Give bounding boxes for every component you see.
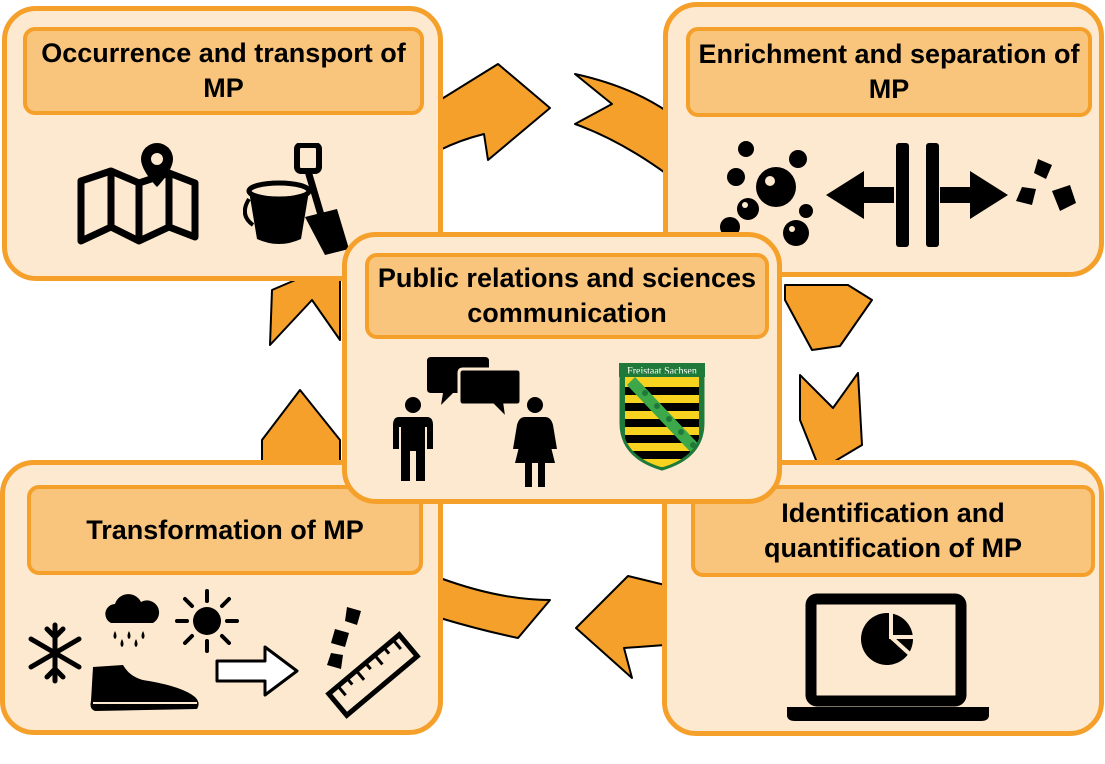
arrow-bottom-middle (439, 577, 551, 639)
arrow-into-enrichment (574, 73, 669, 176)
speech-bubbles-icon (427, 357, 523, 424)
arrow-occurrence-to-enrichment (439, 63, 551, 161)
transformation-title: Transformation of MP (27, 485, 423, 575)
woman-icon (513, 397, 557, 487)
laptop-icon (787, 593, 989, 721)
public-relations-box: Public relations and sciences communicat… (342, 232, 782, 504)
snowflake-icon (28, 622, 82, 684)
particles-small-icon (327, 607, 361, 669)
enrichment-title: Enrichment and separation of MP (686, 27, 1092, 117)
crest-label: Freistaat Sachsen (627, 366, 697, 377)
separation-arrows-icon (826, 143, 1008, 247)
sun-icon (175, 589, 239, 653)
rain-cloud-icon (105, 594, 160, 647)
occurrence-title: Occurrence and transport of MP (23, 27, 424, 115)
particles-icon (1016, 159, 1076, 211)
enrichment-box: Enrichment and separation of MP (663, 2, 1104, 277)
arrow-into-occurrence (269, 277, 341, 346)
identification-box: Identification and quantification of MP (662, 460, 1104, 736)
pie-chart-icon (861, 611, 917, 665)
saxony-crest-icon: Freistaat Sachsen (619, 363, 705, 471)
outline-arrow-icon (215, 645, 299, 697)
occurrence-box: Occurrence and transport of MP (2, 6, 443, 281)
identification-title: Identification and quantification of MP (691, 485, 1095, 577)
shoe-icon (90, 665, 199, 711)
shovel-icon (294, 143, 349, 255)
ruler-icon (325, 631, 421, 719)
man-icon (393, 397, 433, 481)
public-relations-title: Public relations and sciences communicat… (365, 253, 769, 339)
arrow-identification-to-transformation (575, 575, 666, 679)
arrow-transformation-up (261, 389, 341, 463)
transformation-box: Transformation of MP (0, 460, 443, 735)
arrow-into-identification (799, 372, 863, 471)
bucket-icon (243, 180, 312, 244)
map-icon (77, 143, 199, 245)
arrow-enrichment-down (784, 284, 873, 351)
